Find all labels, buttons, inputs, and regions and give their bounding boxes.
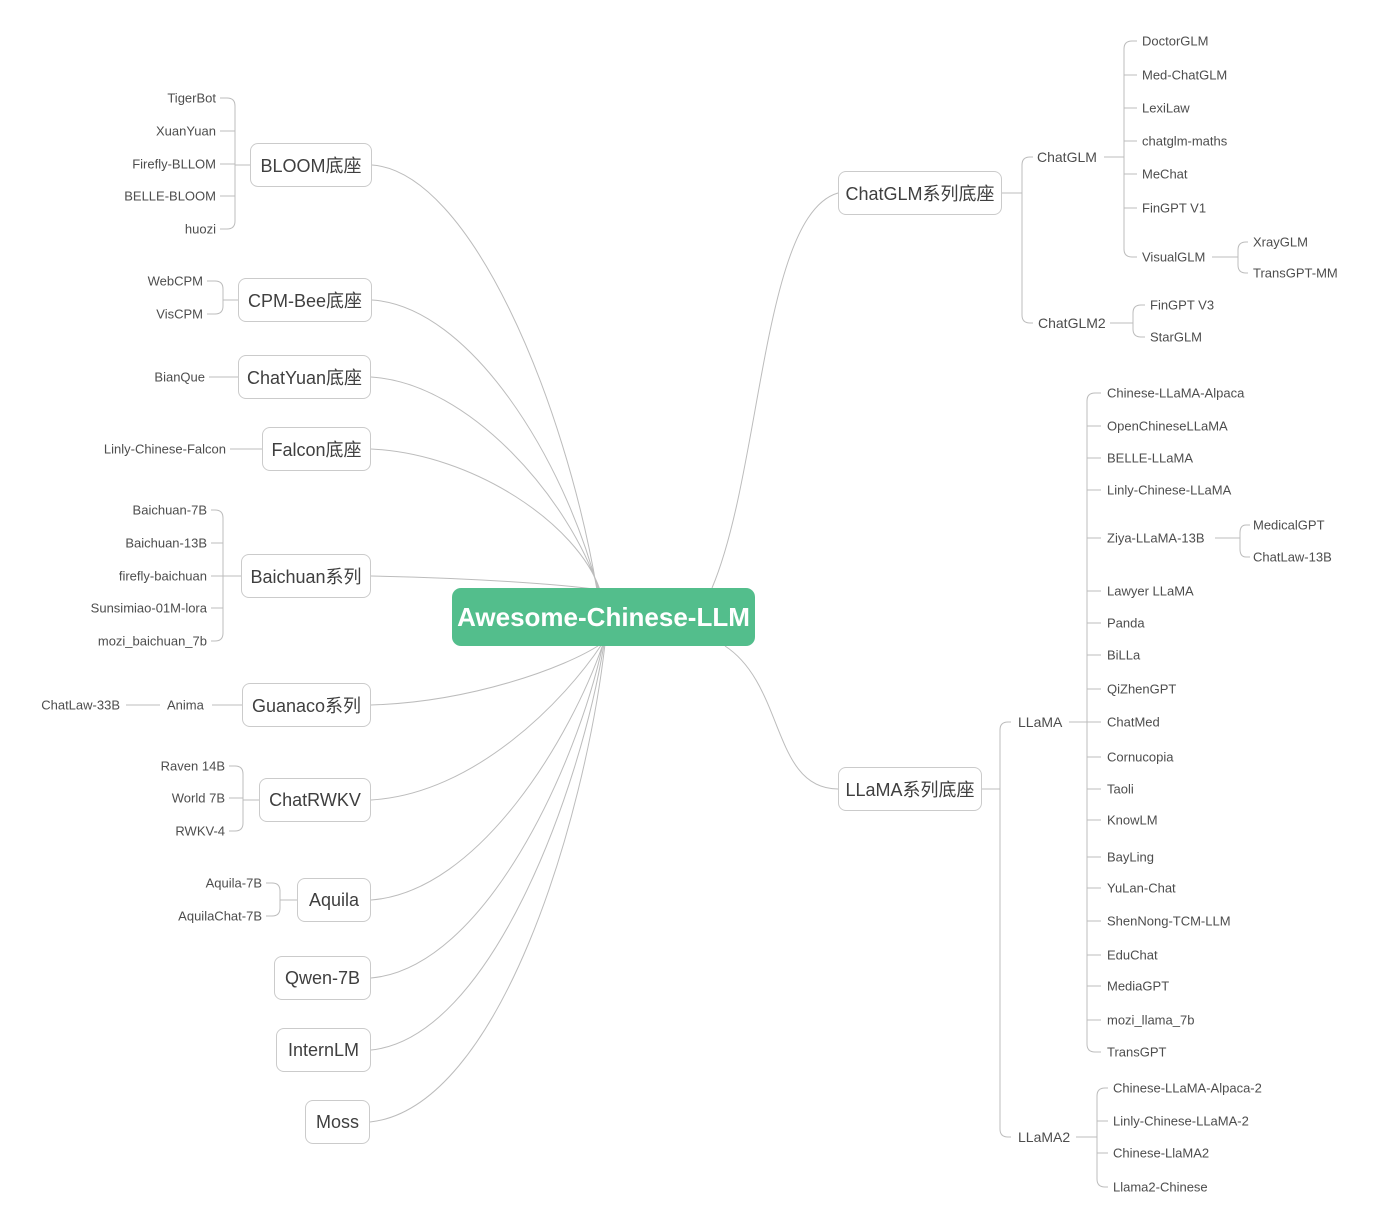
leaf-chinese-llama-alpaca: Chinese-LLaMA-Alpaca [1107, 385, 1245, 401]
leaf-baichuan-7b: Baichuan-7B [132, 502, 207, 518]
leaf-llama2-chinese: Llama2-Chinese [1113, 1179, 1208, 1195]
leaf-chatlaw-13b: ChatLaw-13B [1253, 549, 1332, 565]
leaf-medicalgpt: MedicalGPT [1253, 517, 1325, 533]
leaf-chatmed: ChatMed [1107, 714, 1160, 730]
bracket-cpm-bee [207, 280, 238, 315]
leaf-rwkv-4: RWKV-4 [175, 823, 225, 839]
leaf-cornucopia: Cornucopia [1107, 749, 1174, 765]
node-chatglm-series-base: ChatGLM系列底座 [838, 171, 1002, 215]
leaf-sunsimiao-01m-lora: Sunsimiao-01M-lora [90, 600, 207, 616]
leaf-chinese-llama2: Chinese-LlaMA2 [1113, 1145, 1210, 1161]
node-llama-series-base: LLaMA系列底座 [838, 767, 982, 811]
bracket-baichuan [211, 509, 241, 642]
bracket-chatrwkv [229, 765, 259, 832]
bracket-chatglm-parent [1002, 156, 1033, 324]
leaf-viscpm: VisCPM [156, 306, 203, 322]
node-qwen-7b: Qwen-7B [274, 956, 371, 1000]
leaf-transgpt: TransGPT [1107, 1044, 1167, 1060]
leaf-tigerbot: TigerBot [167, 90, 216, 106]
leaf-lexilaw: LexiLaw [1142, 100, 1190, 116]
leaf-lawyer-llama: Lawyer LLaMA [1107, 583, 1194, 599]
node-cpm-bee-base: CPM-Bee底座 [238, 278, 372, 322]
leaf-fingpt-v1: FinGPT V1 [1142, 200, 1207, 216]
leaf-raven-14b: Raven 14B [160, 758, 225, 774]
leaf-chatlaw-33b: ChatLaw-33B [41, 697, 120, 713]
leaf-shennong-tcm-llm: ShenNong-TCM-LLM [1107, 913, 1231, 929]
bracket-aquila [266, 882, 297, 917]
node-llama: LLaMA [1018, 714, 1063, 730]
leaf-educhat: EduChat [1107, 947, 1158, 963]
bracket-llama-children [1069, 392, 1101, 1053]
leaf-bayling: BayLing [1107, 849, 1154, 865]
edges-center-to-left [369, 164, 606, 1123]
leaf-belle-bloom: BELLE-BLOOM [124, 188, 216, 204]
leaf-mozi-llama-7b: mozi_llama_7b [1107, 1012, 1195, 1028]
leaf-webcpm: WebCPM [147, 273, 203, 289]
node-moss: Moss [305, 1100, 370, 1144]
leaf-med-chatglm: Med-ChatGLM [1142, 67, 1228, 83]
root-node: Awesome-Chinese-LLM [452, 588, 755, 646]
leaf-linly-chinese-llama-2: Linly-Chinese-LLaMA-2 [1113, 1113, 1249, 1129]
leaf-mechat: MeChat [1142, 166, 1188, 182]
leaf-billa: BiLLa [1107, 647, 1141, 663]
leaf-bianque: BianQue [154, 369, 205, 385]
node-llama2: LLaMA2 [1018, 1129, 1071, 1145]
leaf-knowlm: KnowLM [1107, 812, 1158, 828]
leaf-firefly-baichuan: firefly-baichuan [118, 568, 207, 584]
bracket-llama2 [1076, 1087, 1108, 1188]
bracket-bloom [220, 97, 250, 230]
node-bloom-base: BLOOM底座 [250, 143, 372, 187]
leaf-chinese-llama-alpaca-2: Chinese-LLaMA-Alpaca-2 [1113, 1080, 1262, 1096]
leaf-xrayglm: XrayGLM [1253, 234, 1308, 250]
node-chatrwkv: ChatRWKV [259, 778, 371, 822]
leaf-taoli: Taoli [1107, 781, 1134, 797]
node-ziya-llama-13b: Ziya-LLaMA-13B [1107, 530, 1205, 546]
bracket-ziya [1215, 524, 1250, 558]
edges-center-to-right [711, 192, 839, 790]
leaf-mediagpt: MediaGPT [1107, 978, 1170, 994]
node-guanaco-series: Guanaco系列 [242, 683, 371, 727]
node-internlm: InternLM [276, 1028, 371, 1072]
bracket-llama-parent [982, 721, 1011, 1138]
leaf-firefly-bllom: Firefly-BLLOM [132, 156, 216, 172]
leaf-world-7b: World 7B [171, 790, 225, 806]
leaf-qizhengpt: QiZhenGPT [1107, 681, 1177, 697]
leaf-mozi-baichuan-7b: mozi_baichuan_7b [97, 633, 207, 649]
node-baichuan-series: Baichuan系列 [241, 554, 371, 598]
leaf-yulan-chat: YuLan-Chat [1107, 880, 1176, 896]
node-aquila: Aquila [297, 878, 371, 922]
leaf-belle-llama: BELLE-LLaMA [1107, 450, 1193, 466]
leaf-openchinesellama: OpenChineseLLaMA [1107, 418, 1228, 434]
leaf-aquilachat-7b: AquilaChat-7B [178, 908, 262, 924]
bracket-chatglm-children [1104, 40, 1137, 258]
leaf-doctorglm: DoctorGLM [1142, 33, 1209, 49]
leaf-chatglm-maths: chatglm-maths [1142, 133, 1228, 149]
leaf-panda: Panda [1107, 615, 1145, 631]
leaf-transgpt-mm: TransGPT-MM [1253, 265, 1338, 281]
leaf-linly-chinese-llama: Linly-Chinese-LLaMA [1107, 482, 1232, 498]
bracket-visualglm [1212, 241, 1248, 274]
leaf-aquila-7b: Aquila-7B [205, 875, 262, 891]
node-chatglm: ChatGLM [1037, 149, 1097, 165]
node-falcon-base: Falcon底座 [262, 427, 371, 471]
leaf-starglm: StarGLM [1150, 329, 1203, 345]
node-visualglm: VisualGLM [1142, 249, 1206, 265]
leaf-xuanyuan: XuanYuan [155, 123, 216, 139]
leaf-fingpt-v3: FinGPT V3 [1150, 297, 1215, 313]
bracket-chatglm2 [1110, 304, 1145, 338]
leaf-baichuan-13b: Baichuan-13B [125, 535, 207, 551]
leaf-anima: Anima [167, 697, 204, 713]
leaf-linly-chinese-falcon: Linly-Chinese-Falcon [103, 441, 226, 457]
leaf-huozi: huozi [184, 221, 216, 237]
node-chatyuan-base: ChatYuan底座 [238, 355, 371, 399]
node-chatglm2: ChatGLM2 [1038, 315, 1106, 331]
